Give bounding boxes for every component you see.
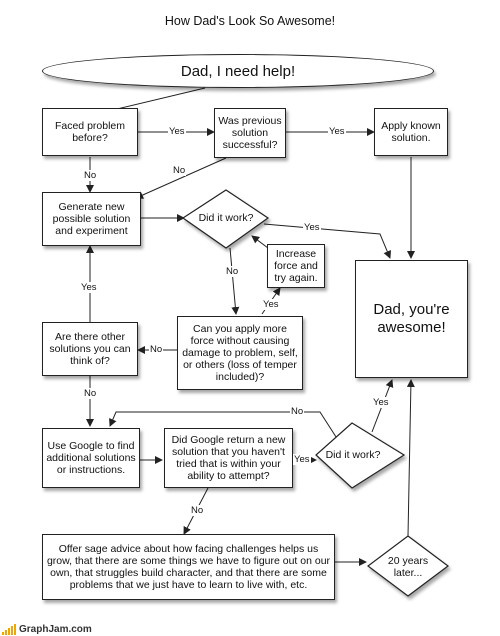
node-google-return-label: Did Google return a new solution that yo… [171, 434, 286, 482]
edge-label-work1-yes: Yes [303, 222, 321, 233]
node-apply-known: Apply known solution. [374, 108, 448, 156]
node-more-force: Can you apply more force without causing… [177, 316, 303, 390]
edge-label-work2-no: No [290, 406, 305, 417]
edge-work2-google [109, 411, 339, 441]
edge-label-force-no: No [149, 344, 164, 355]
decision-diamond-work2 [315, 422, 406, 489]
node-use-google: Use Google to find additional solutions … [42, 428, 140, 488]
node-other-solutions-label: Are there other solutions you can think … [49, 331, 131, 367]
node-generate-new: Generate new possible solution and exper… [42, 192, 141, 246]
twenty-years-label: 20 years later... [387, 555, 429, 579]
edge-label-force-yes: Yes [262, 299, 280, 310]
node-previous-solution: Was previous solution successful? [214, 108, 286, 158]
edge-label-other-no: No [83, 388, 98, 399]
node-sage-advice-label: Offer sage advice about how facing chall… [46, 543, 331, 591]
node-faced-problem-label: Faced problem before? [54, 120, 126, 144]
node-google-return: Did Google return a new solution that yo… [164, 428, 293, 488]
edge-label-previous-no: No [172, 165, 187, 176]
edge-label-work1-no: No [225, 266, 240, 277]
bar-logo-icon [2, 624, 16, 635]
edge-increase-work1 [251, 235, 269, 249]
edge-label-other-yes: Yes [80, 282, 98, 293]
did-it-work-1-label: Did it work? [198, 212, 254, 224]
node-previous-solution-label: Was previous solution successful? [218, 115, 282, 151]
footer-site-name[interactable]: GraphJam.com [19, 624, 92, 635]
edge-label-faced-no: No [83, 170, 98, 181]
node-other-solutions: Are there other solutions you can think … [42, 322, 138, 376]
edge-label-google-yes: Yes [293, 454, 311, 465]
node-use-google-label: Use Google to find additional solutions … [46, 440, 136, 476]
edge-work1-awesome [263, 223, 391, 259]
node-generate-new-label: Generate new possible solution and exper… [52, 201, 131, 237]
edge-label-work2-yes: Yes [372, 397, 390, 408]
node-sage-advice: Offer sage advice about how facing chall… [42, 534, 335, 600]
start-oval: Dad, I need help! [42, 54, 434, 88]
node-increase-force: Increase force and try again. [267, 244, 325, 288]
node-apply-known-label: Apply known solution. [381, 120, 441, 144]
edge-label-faced-yes: Yes [168, 126, 186, 137]
footer-branding: GraphJam.com [2, 621, 92, 635]
edge-label-previous-yes: Yes [328, 126, 346, 137]
node-increase-force-label: Increase force and try again. [274, 248, 318, 284]
node-more-force-label: Can you apply more force without causing… [182, 323, 298, 383]
decision-diamond-twenty-years [367, 535, 449, 597]
chart-title: How Dad's Look So Awesome! [164, 14, 336, 28]
decision-diamond-work1 [181, 189, 270, 249]
node-dad-awesome: Dad, you're awesome! [355, 260, 468, 378]
did-it-work-2-label: Did it work? [325, 449, 381, 461]
edge-years-awesome [406, 379, 415, 537]
edge-previous-generate [135, 157, 227, 199]
node-faced-problem: Faced problem before? [42, 108, 138, 156]
edge-work1-force [229, 247, 240, 315]
edge-label-google-no: No [190, 505, 205, 516]
node-dad-awesome-label: Dad, you're awesome! [373, 301, 450, 336]
